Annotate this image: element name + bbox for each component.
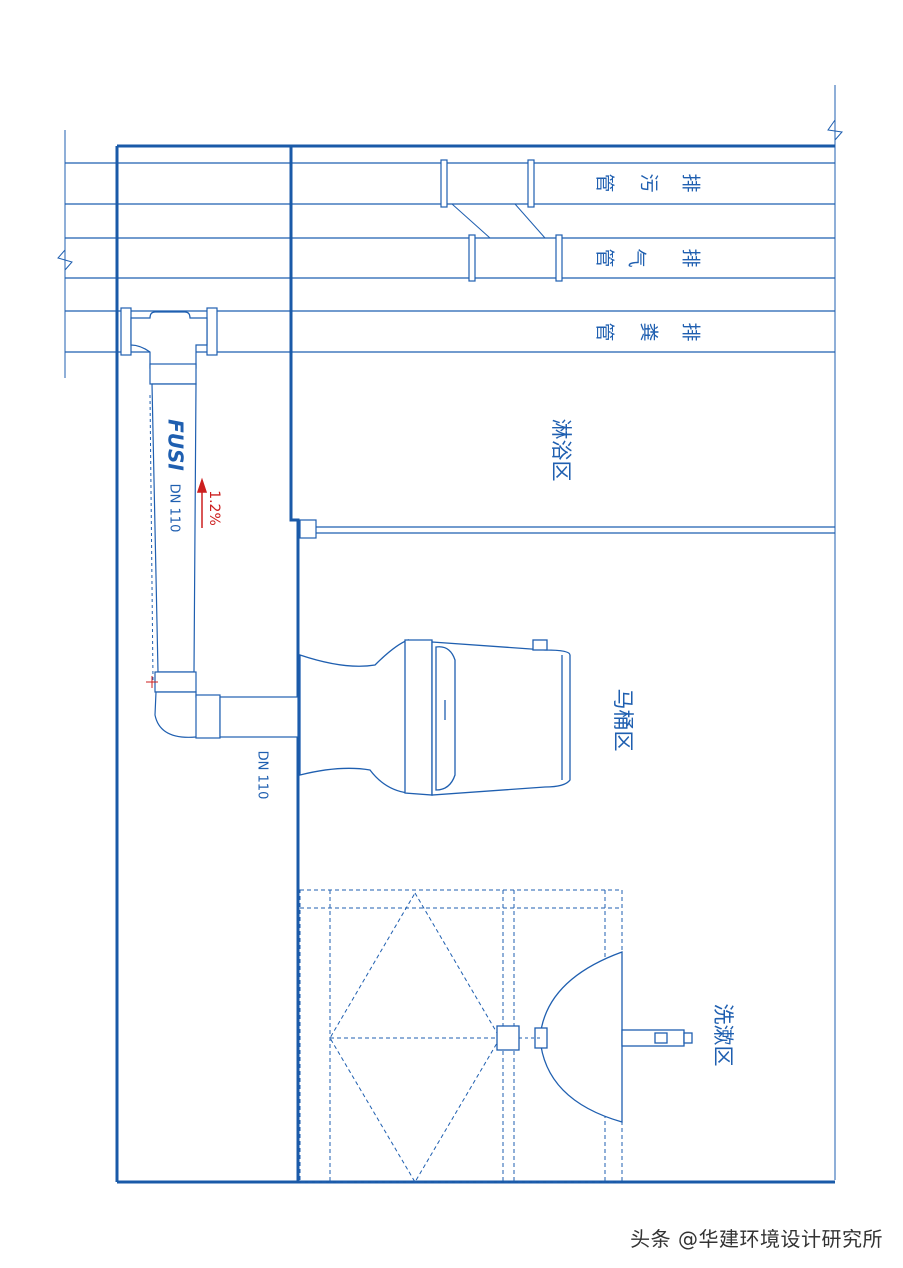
horizontal-pipe-lines (65, 162, 835, 353)
origin-marker (146, 676, 158, 688)
slope-label: 1.2% (206, 490, 222, 526)
toilet-icon (299, 639, 571, 796)
stub-size-label: DN 110 (255, 751, 270, 800)
soil-pipe-assembly (120, 307, 299, 739)
vent-pipe-char-2: 气 (626, 248, 648, 267)
slope-arrow (196, 477, 208, 528)
zone-label-toilet: 马桶区 (611, 689, 635, 752)
break-lines (57, 85, 843, 1180)
vent-pipe-char-3: 管 (594, 248, 616, 267)
sewage-pipe-char-2: 污 (638, 173, 660, 192)
soil-pipe-char-2: 粪 (638, 322, 660, 341)
zone-label-wash: 洗漱区 (711, 1004, 735, 1067)
pipe-label-sewage: 排 污 管 (594, 173, 702, 192)
sewage-pipe-char-1: 排 (680, 173, 702, 192)
watermark: 头条 @华建环境设计研究所 (630, 1227, 883, 1251)
vent-pipe-char-1: 排 (680, 248, 702, 267)
pipe-label-vent: 排 气 管 (594, 248, 702, 267)
pipe-connector-lines (451, 203, 546, 239)
wash-basin-icon (496, 951, 693, 1123)
sewage-pipe-char-3: 管 (594, 173, 616, 192)
shower-partition (299, 519, 835, 539)
soil-pipe-char-1: 排 (680, 322, 702, 341)
pipe-label-soil: 排 粪 管 (594, 322, 702, 341)
soil-pipe-char-3: 管 (594, 322, 616, 341)
riser-size-label: DN 110 (167, 484, 182, 533)
zone-label-shower: 淋浴区 (549, 419, 573, 482)
brand-logo-text: FUSI (164, 419, 188, 471)
shower-tray (299, 889, 623, 1183)
pipe-couplings (440, 159, 563, 282)
